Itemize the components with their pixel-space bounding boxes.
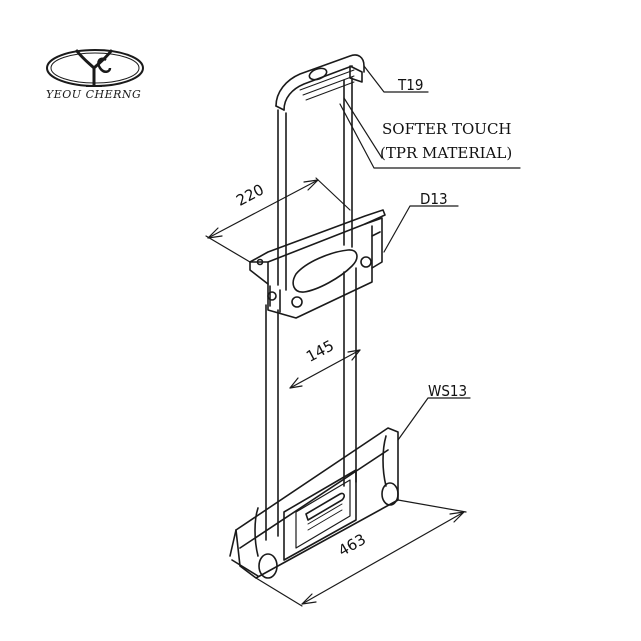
dimension-220 — [205, 177, 351, 263]
base-plate — [229, 427, 399, 579]
company-logo — [46, 49, 144, 87]
dimension-145 — [289, 349, 361, 389]
leader-lines — [339, 65, 521, 441]
lower-tubes — [265, 267, 357, 541]
callout-d13: D13 — [420, 190, 448, 208]
callout-tpr-material: (TPR MATERIAL) — [380, 144, 513, 162]
callout-t19: T19 — [398, 76, 424, 94]
top-handle-grip — [275, 54, 365, 111]
callout-softer-touch: SOFTER TOUCH — [382, 120, 512, 138]
callout-ws13: WS13 — [428, 382, 468, 400]
upper-tubes — [277, 77, 353, 291]
logo-caption: YEOU CHERNG — [46, 88, 142, 101]
locking-bracket — [249, 209, 386, 319]
dimension-463 — [255, 499, 467, 607]
